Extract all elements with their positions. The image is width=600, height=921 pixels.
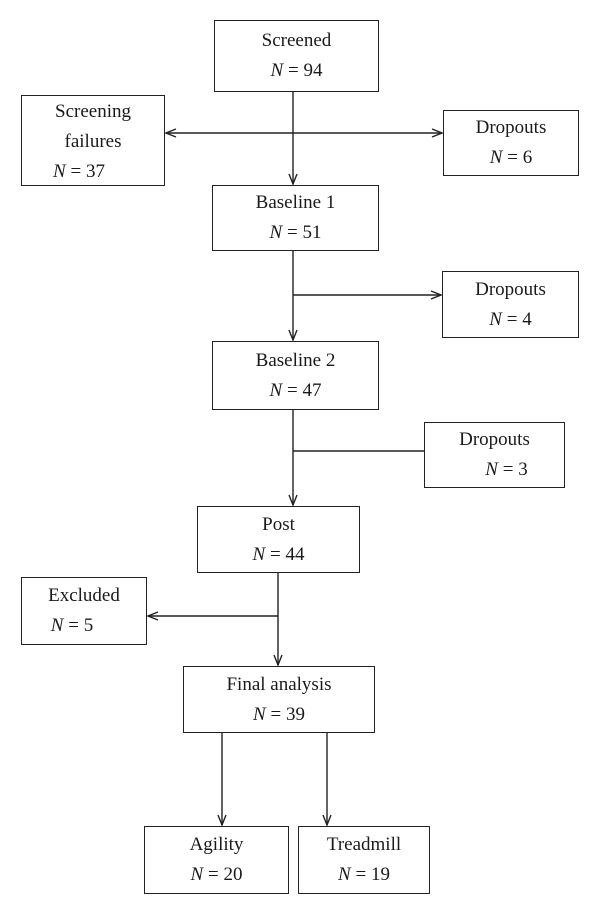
dropouts-1-label: Dropouts — [475, 117, 547, 138]
agility-box: Agility N = 20 — [144, 826, 289, 894]
screening-failures-n-symbol: N — [53, 160, 66, 182]
dropouts-2-n-symbol: N — [489, 308, 502, 330]
post-label: Post — [262, 513, 295, 535]
baseline-2-n-value: = 47 — [286, 379, 322, 401]
treadmill-n-value: = 19 — [355, 864, 390, 885]
dropouts-2-n-value: = 4 — [506, 308, 532, 330]
screened-box: Screened N = 94 — [214, 20, 379, 92]
baseline-2-box: Baseline 2 N = 47 — [212, 341, 379, 410]
post-box: Post N = 44 — [197, 506, 360, 573]
treadmill-n-symbol: N — [338, 864, 351, 885]
agility-n-value: = 20 — [207, 864, 243, 885]
final-analysis-label: Final analysis — [226, 673, 332, 695]
dropouts-3-box: Dropouts N = 3 — [424, 422, 565, 488]
screening-failures-n-value: = 37 — [70, 160, 105, 182]
dropouts-3-n-symbol: N — [485, 459, 498, 480]
baseline-2-label: Baseline 2 — [255, 349, 336, 371]
dropouts-1-box: Dropouts N = 6 — [443, 110, 579, 176]
final-analysis-n-value: = 39 — [270, 703, 305, 725]
dropouts-3-n-value: = 3 — [502, 459, 528, 480]
screening-failures-label-line2: failures — [64, 130, 122, 152]
baseline-2-count: N = 47 — [270, 376, 322, 406]
screened-count: N = 94 — [271, 56, 323, 86]
final-analysis-box: Final analysis N = 39 — [183, 666, 375, 733]
baseline-1-label: Baseline 1 — [255, 192, 336, 213]
baseline-1-n-symbol: N — [269, 222, 283, 243]
dropouts-3-label: Dropouts — [459, 429, 530, 450]
post-count: N = 44 — [253, 540, 305, 570]
excluded-n-symbol: N — [50, 615, 64, 636]
excluded-label: Excluded — [48, 585, 120, 606]
dropouts-1-count: N = 6 — [490, 143, 532, 173]
baseline-1-n-value: = 51 — [286, 222, 322, 243]
dropouts-1-n-symbol: N — [489, 147, 503, 168]
screening-failures-count: N = 37 — [53, 157, 133, 187]
baseline-1-box: Baseline 1 N = 51 — [212, 185, 379, 251]
post-n-value: = 44 — [269, 543, 305, 565]
screening-failures-label-line1: Screening — [55, 100, 131, 122]
baseline-2-n-symbol: N — [269, 379, 283, 401]
agility-n-symbol: N — [190, 864, 204, 885]
final-analysis-count: N = 39 — [253, 700, 305, 730]
dropouts-3-count: N = 3 — [461, 455, 527, 485]
screened-n-symbol: N — [270, 60, 284, 81]
dropouts-2-label: Dropouts — [475, 278, 546, 300]
final-analysis-n-symbol: N — [253, 703, 266, 725]
agility-label: Agility — [189, 834, 244, 855]
dropouts-2-box: Dropouts N = 4 — [442, 271, 579, 338]
agility-count: N = 20 — [191, 860, 243, 890]
excluded-box: Excluded N = 5 — [21, 577, 147, 645]
treadmill-box: Treadmill N = 19 — [298, 826, 430, 894]
excluded-count: N = 5 — [51, 611, 117, 641]
treadmill-count: N = 19 — [338, 860, 390, 890]
post-n-symbol: N — [252, 543, 266, 565]
treadmill-label: Treadmill — [326, 834, 402, 855]
dropouts-2-count: N = 4 — [489, 305, 531, 335]
dropouts-1-n-value: = 6 — [507, 147, 533, 168]
baseline-1-count: N = 51 — [270, 218, 322, 248]
excluded-n-value: = 5 — [68, 615, 94, 636]
screened-label: Screened — [261, 30, 332, 51]
screened-n-value: = 94 — [287, 60, 323, 81]
screening-failures-box: Screening failures N = 37 — [21, 95, 165, 186]
